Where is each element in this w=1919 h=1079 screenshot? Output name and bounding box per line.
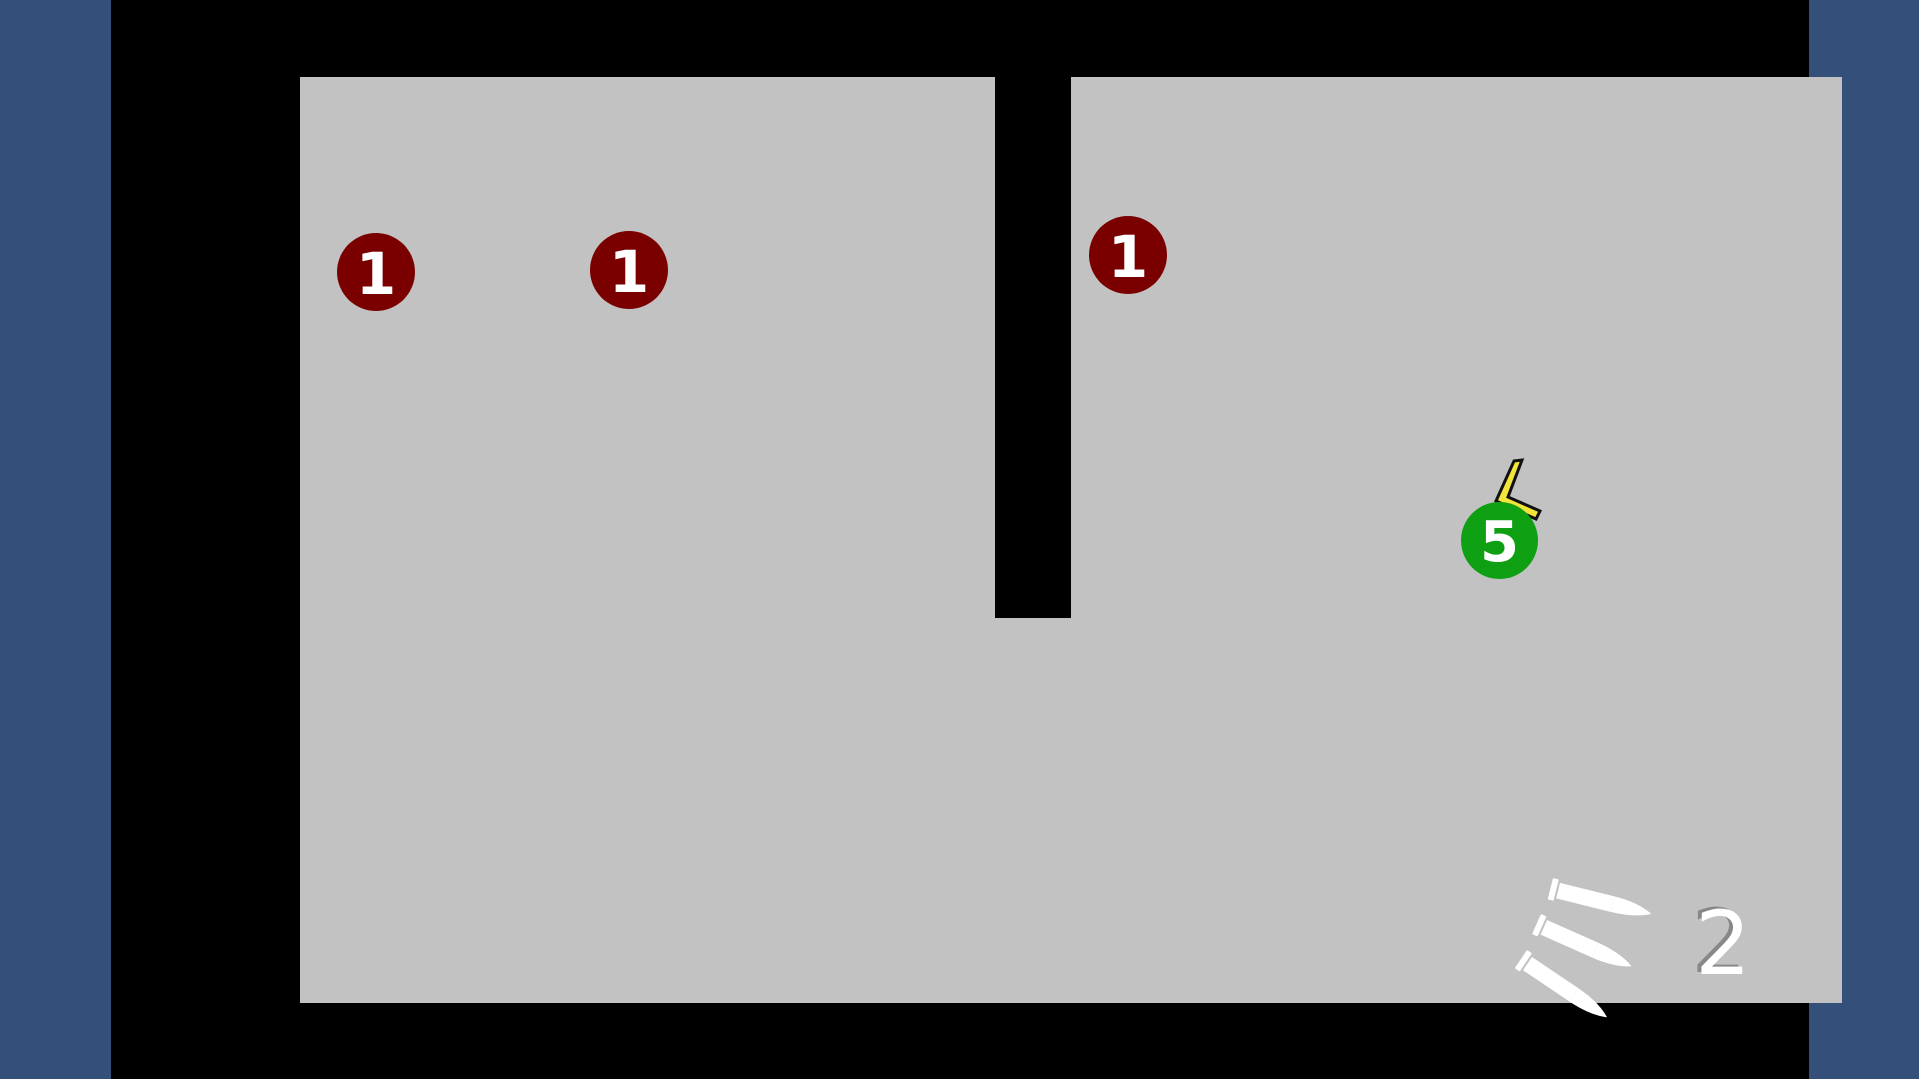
enemy-unit: 1	[590, 231, 668, 309]
enemy-label: 1	[355, 240, 397, 308]
enemy-label: 1	[1107, 223, 1149, 291]
player-label: 5	[1480, 509, 1519, 575]
bullets-icon	[1515, 878, 1652, 1018]
enemy-unit: 1	[337, 233, 415, 311]
enemy-label: 1	[608, 238, 650, 306]
enemy-unit: 1	[1089, 216, 1167, 294]
player-unit: 5	[1461, 502, 1538, 579]
ammo-count: 2	[1695, 892, 1751, 995]
